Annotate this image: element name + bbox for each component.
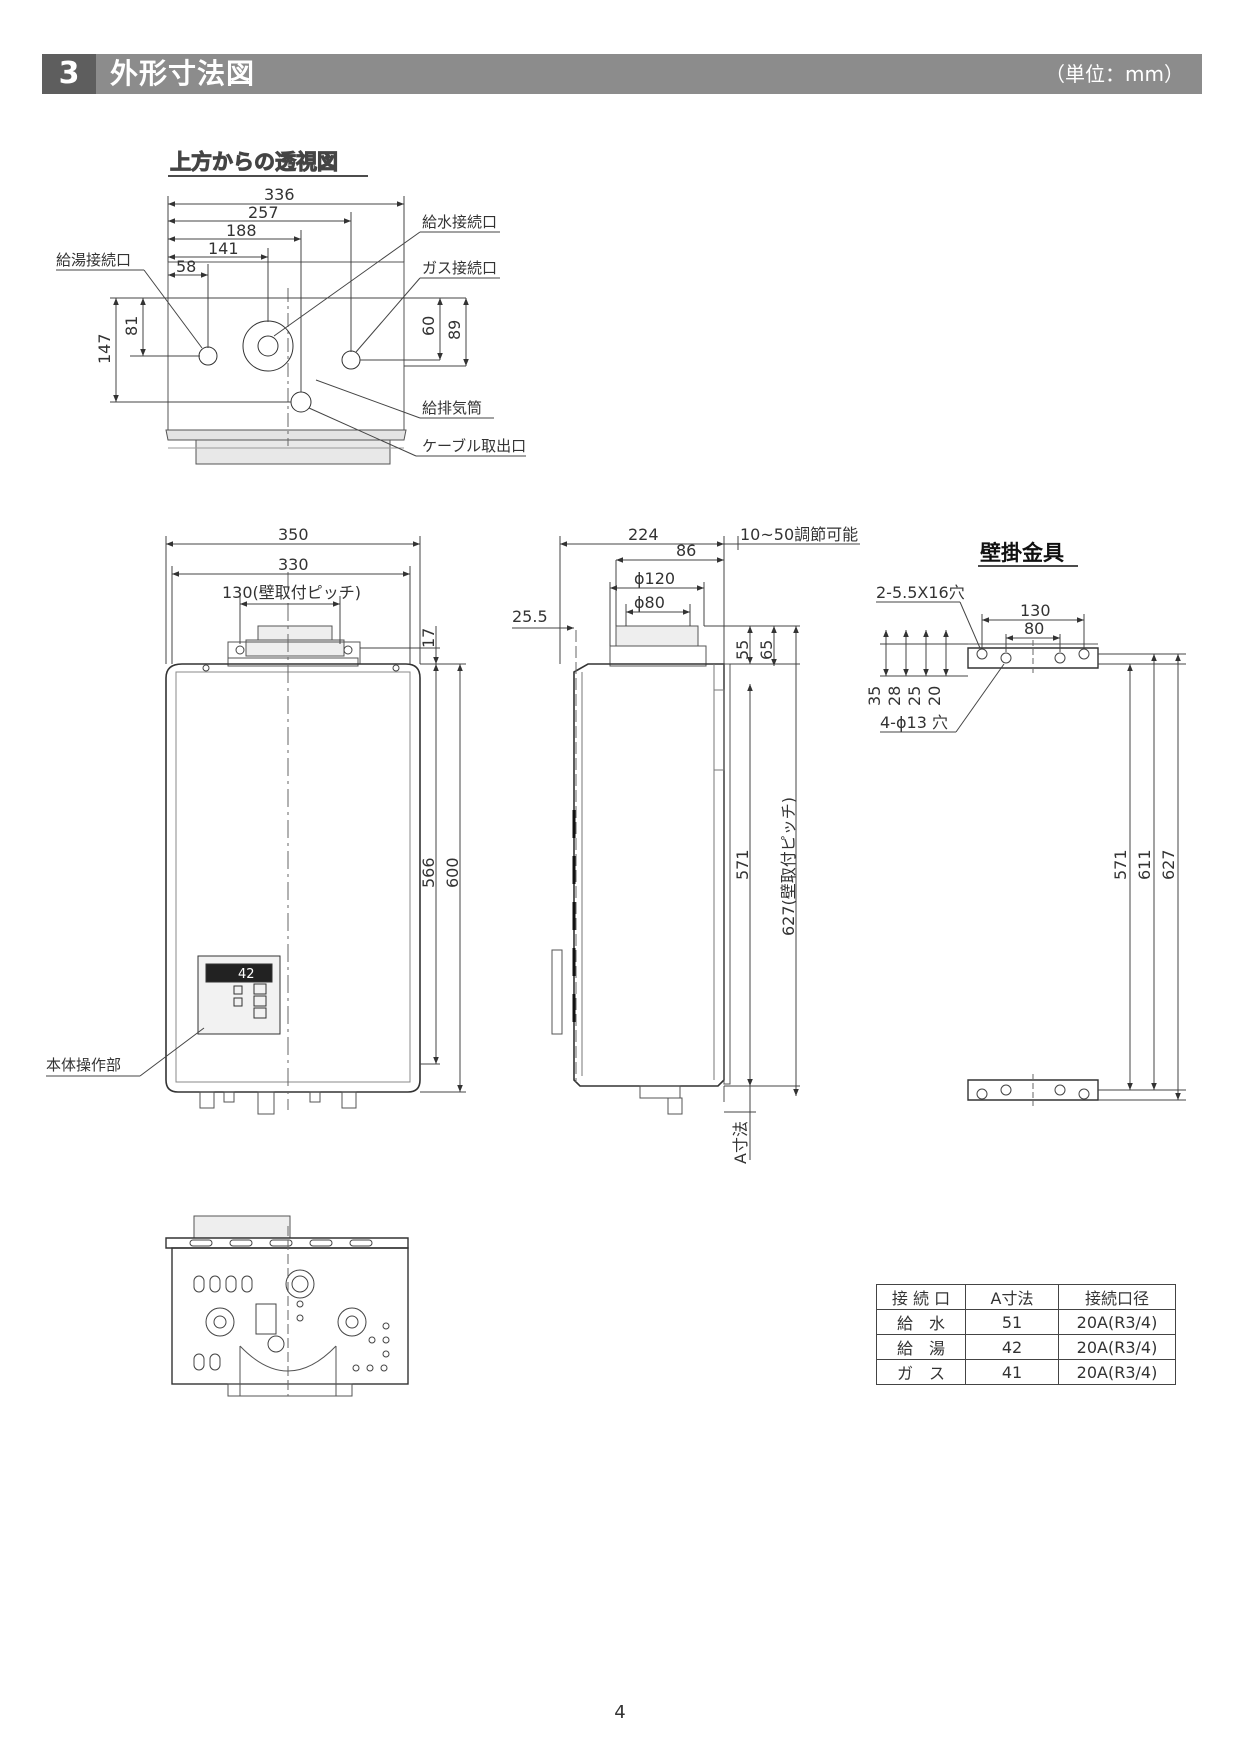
front-view	[46, 536, 466, 1115]
label-flue: 給排気筒	[422, 399, 482, 417]
dim-20: 20	[925, 686, 944, 706]
section-header: 3 外形寸法図 （単位：mm）	[42, 54, 1202, 94]
table-cell: ガ ス	[876, 1359, 966, 1385]
dim-257: 257	[248, 203, 279, 222]
dim-58: 58	[176, 257, 196, 276]
dim-188: 188	[226, 221, 257, 240]
dim-330: 330	[278, 555, 309, 574]
side-view-text: 224 10~50調節可能 86 ϕ120 ϕ80 25.5 55 65 571…	[512, 525, 858, 1164]
label-gas-inlet: ガス接続口	[422, 259, 497, 277]
side-view	[512, 536, 860, 1160]
dim-65: 65	[757, 640, 776, 660]
dim-627-side: 627(壁取付ピッチ)	[779, 797, 798, 936]
dim-350: 350	[278, 525, 309, 544]
table-header-port: 接 続 口	[876, 1284, 966, 1310]
dim-slot: 2-5.5X16穴	[876, 583, 965, 602]
table-row: 給 湯 42 20A(R3/4)	[876, 1334, 1176, 1360]
dim-611: 611	[1135, 849, 1154, 880]
section-title: 外形寸法図	[110, 57, 256, 90]
bottom-view	[165, 1215, 409, 1397]
dim-224: 224	[628, 525, 659, 544]
dim-d80: ϕ80	[634, 593, 665, 612]
dim-81: 81	[122, 316, 141, 336]
wall-bracket-text: 壁掛金具 2-5.5X16穴 130 80 35 28 25 20 4-ϕ13 …	[865, 541, 1178, 880]
dim-35: 35	[865, 686, 884, 706]
top-view-text: 336 257 188 141 58 147 81 60 89 給湯接続口 給水…	[56, 185, 526, 455]
dim-28: 28	[885, 686, 904, 706]
dim-600: 600	[443, 857, 462, 888]
dim-571-side: 571	[733, 849, 752, 880]
unit-label: （単位：mm）	[1045, 62, 1184, 86]
table-header-size: 接続口径	[1058, 1284, 1176, 1310]
label-control-panel: 本体操作部	[46, 1056, 121, 1074]
dim-25: 25	[905, 686, 924, 706]
dim-571-bracket: 571	[1111, 849, 1130, 880]
dim-adjust: 10~50調節可能	[740, 525, 858, 544]
dim-147: 147	[95, 333, 114, 364]
table-cell: 51	[965, 1309, 1059, 1335]
front-view-text: 350 330 130(壁取付ピッチ) 17 566 600 42 本体操作部	[46, 525, 462, 1074]
bracket-title: 壁掛金具	[980, 541, 1064, 565]
table-header-a: A寸法	[965, 1284, 1059, 1310]
label-cable: ケーブル取出口	[422, 437, 526, 455]
top-view: 上方からの透視図	[56, 150, 526, 465]
dim-86: 86	[676, 541, 696, 560]
page-number: 4	[614, 1702, 626, 1723]
connection-spec-table: 接 続 口 A寸法 接続口径 給 水 51 20A(R3/4) 給 湯 42 2…	[876, 1284, 1176, 1385]
wall-bracket-view	[876, 601, 1186, 1106]
dim-566: 566	[419, 857, 438, 888]
dim-130-bracket: 130	[1020, 601, 1051, 620]
table-cell: 20A(R3/4)	[1058, 1359, 1176, 1385]
dim-141: 141	[208, 239, 239, 258]
table-cell: 給 水	[876, 1309, 966, 1335]
table-row: ガ ス 41 20A(R3/4)	[876, 1359, 1176, 1385]
dim-hole: 4-ϕ13 穴	[880, 713, 948, 732]
dim-17: 17	[419, 628, 438, 648]
dim-55: 55	[733, 640, 752, 660]
section-number: 3	[42, 54, 96, 94]
table-cell: 41	[965, 1359, 1059, 1385]
top-view-title: 上方からの透視図	[170, 150, 338, 174]
dim-627-bracket: 627	[1159, 849, 1178, 880]
label-water-inlet: 給水接続口	[422, 213, 497, 231]
table-cell: 20A(R3/4)	[1058, 1309, 1176, 1335]
table-cell: 給 湯	[876, 1334, 966, 1360]
dim-80-bracket: 80	[1024, 619, 1044, 638]
dim-60: 60	[419, 316, 438, 336]
dim-25-5: 25.5	[512, 607, 548, 626]
table-cell: 42	[965, 1334, 1059, 1360]
dim-89: 89	[445, 320, 464, 340]
panel-display: 42	[238, 967, 255, 982]
table-header-row: 接 続 口 A寸法 接続口径	[876, 1284, 1176, 1310]
dim-front-pitch: 130(壁取付ピッチ)	[222, 583, 361, 602]
table-row: 給 水 51 20A(R3/4)	[876, 1309, 1176, 1335]
dim-d120: ϕ120	[634, 569, 675, 588]
dim-336: 336	[264, 185, 295, 204]
table-cell: 20A(R3/4)	[1058, 1334, 1176, 1360]
dim-a: A寸法	[731, 1121, 750, 1164]
label-hot-outlet: 給湯接続口	[56, 251, 131, 269]
